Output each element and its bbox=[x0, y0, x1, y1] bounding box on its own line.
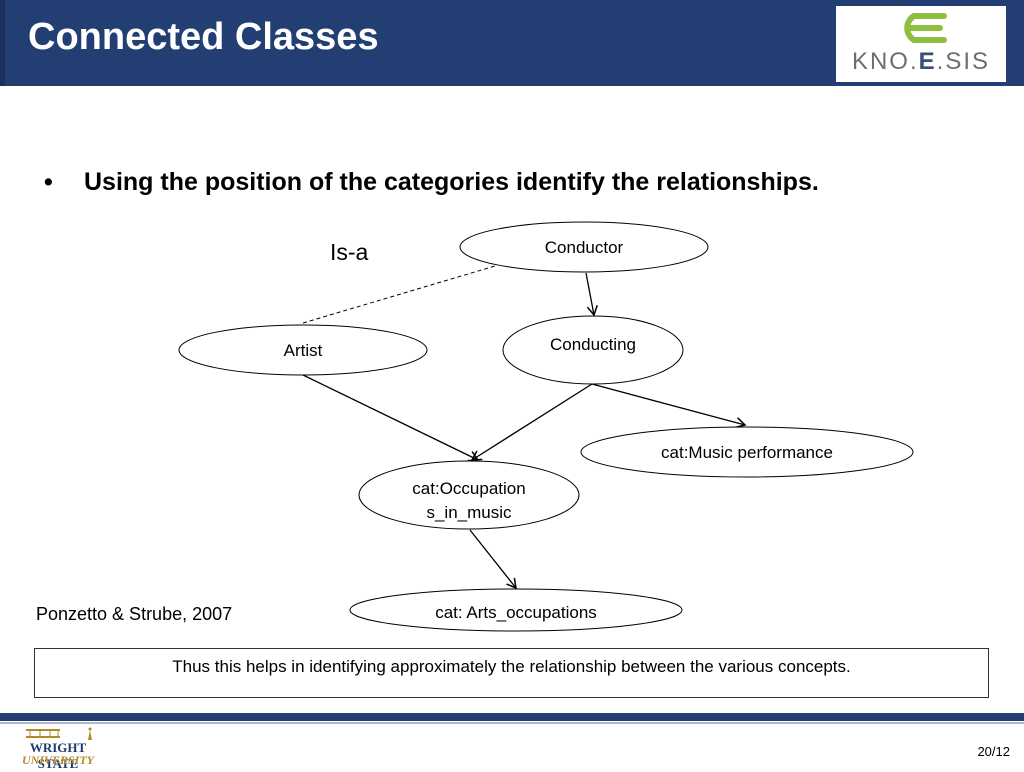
node-artist: Artist bbox=[178, 324, 428, 376]
citation: Ponzetto & Strube, 2007 bbox=[36, 604, 233, 624]
wsu-name-line2: UNIVERSITY bbox=[21, 753, 95, 767]
summary-box: Thus this helps in identifying approxima… bbox=[34, 648, 989, 698]
wright-flyer-icon bbox=[26, 727, 92, 740]
edge-artist-occupations bbox=[302, 374, 480, 462]
relationship-diagram: Conductor Conducting Artist cat:Music pe… bbox=[178, 221, 914, 632]
node-conductor-label: Conductor bbox=[545, 238, 624, 257]
edge-conducting-music-performance bbox=[591, 383, 747, 429]
node-music-performance-label: cat:Music performance bbox=[661, 443, 833, 462]
footer-accent-line bbox=[0, 722, 1024, 724]
bullet-dot: • bbox=[44, 168, 53, 196]
bullet-text: Using the position of the categories ide… bbox=[84, 168, 819, 196]
logo-text-prefix: KNO. bbox=[851, 48, 919, 75]
node-artist-label: Artist bbox=[284, 341, 323, 360]
wright-state-logo: WRIGHT STATE UNIVERSITY bbox=[8, 726, 108, 771]
page-number: 20/12 bbox=[977, 744, 1010, 759]
node-arts-occupations: cat: Arts_occupations bbox=[349, 588, 683, 632]
knoesis-e-mark-icon bbox=[904, 13, 947, 43]
edge-conducting-occupations bbox=[470, 383, 593, 461]
knoesis-logo: KNO.E.SIS bbox=[836, 6, 1006, 82]
edge-conductor-conducting bbox=[585, 272, 598, 317]
node-occupations-label-line1: cat:Occupation bbox=[412, 479, 525, 498]
slide-title: Connected Classes bbox=[28, 16, 379, 58]
node-conductor: Conductor bbox=[459, 221, 709, 273]
logo-text-e: E bbox=[918, 48, 937, 75]
footer-bar bbox=[0, 713, 1024, 721]
edge-artist-conductor-isa bbox=[302, 265, 496, 324]
node-occupations-in-music: cat:Occupation s_in_music bbox=[358, 460, 580, 530]
isa-edge-label: Is-a bbox=[330, 239, 369, 265]
node-conducting-label: Conducting bbox=[550, 335, 636, 354]
node-conducting: Conducting bbox=[502, 315, 684, 385]
summary-text: Thus this helps in identifying approxima… bbox=[172, 657, 851, 676]
header-strip bbox=[0, 0, 5, 86]
edge-occupations-arts bbox=[469, 529, 517, 590]
header-bar: Connected Classes KNO.E.SIS bbox=[0, 0, 1024, 86]
node-music-performance: cat:Music performance bbox=[580, 426, 914, 478]
wsu-name-line1: WRIGHT STATE bbox=[29, 740, 87, 771]
node-occupations-label-line2: s_in_music bbox=[426, 503, 512, 522]
node-arts-occupations-label: cat: Arts_occupations bbox=[435, 603, 597, 622]
knoesis-logo-text: KNO.E.SIS bbox=[836, 48, 1006, 76]
logo-text-suffix: .SIS bbox=[936, 48, 991, 75]
